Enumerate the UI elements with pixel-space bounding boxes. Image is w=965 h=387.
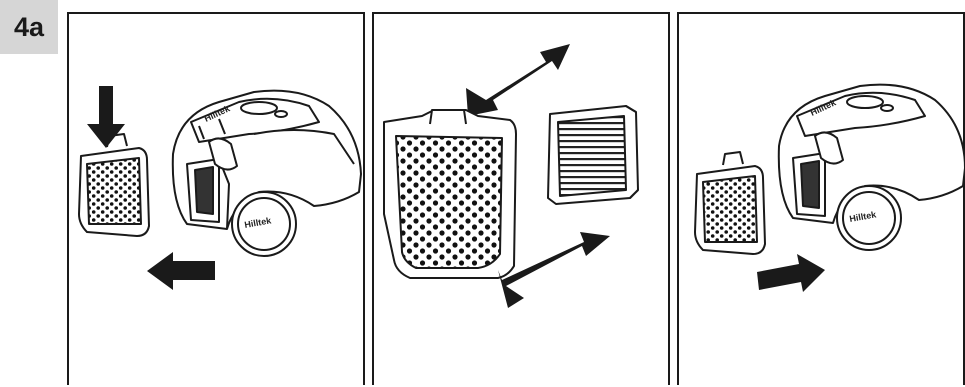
double-arrow-icon (466, 44, 570, 116)
step-badge: 4a (0, 0, 58, 54)
vacuum-cleaner (779, 85, 965, 250)
step-label: 4a (14, 12, 44, 43)
left-arrow-icon (147, 252, 215, 290)
vacuum-cleaner (173, 91, 361, 256)
panel-remove-cover: Hilltek Hilltek (67, 12, 365, 385)
panel-reinsert-cover: Hilltek Hilltek (677, 12, 965, 385)
filter-cover-large (384, 110, 516, 278)
filter-cover (695, 152, 765, 254)
filter-cover (79, 134, 149, 236)
right-arrow-icon (757, 254, 825, 292)
panel-separate-filter-illustration (374, 14, 672, 387)
panel-separate-filter (372, 12, 670, 385)
panel-remove-cover-illustration: Hilltek Hilltek (69, 14, 367, 387)
panel-reinsert-cover-illustration: Hilltek Hilltek (679, 14, 965, 387)
pleated-filter (548, 106, 638, 204)
